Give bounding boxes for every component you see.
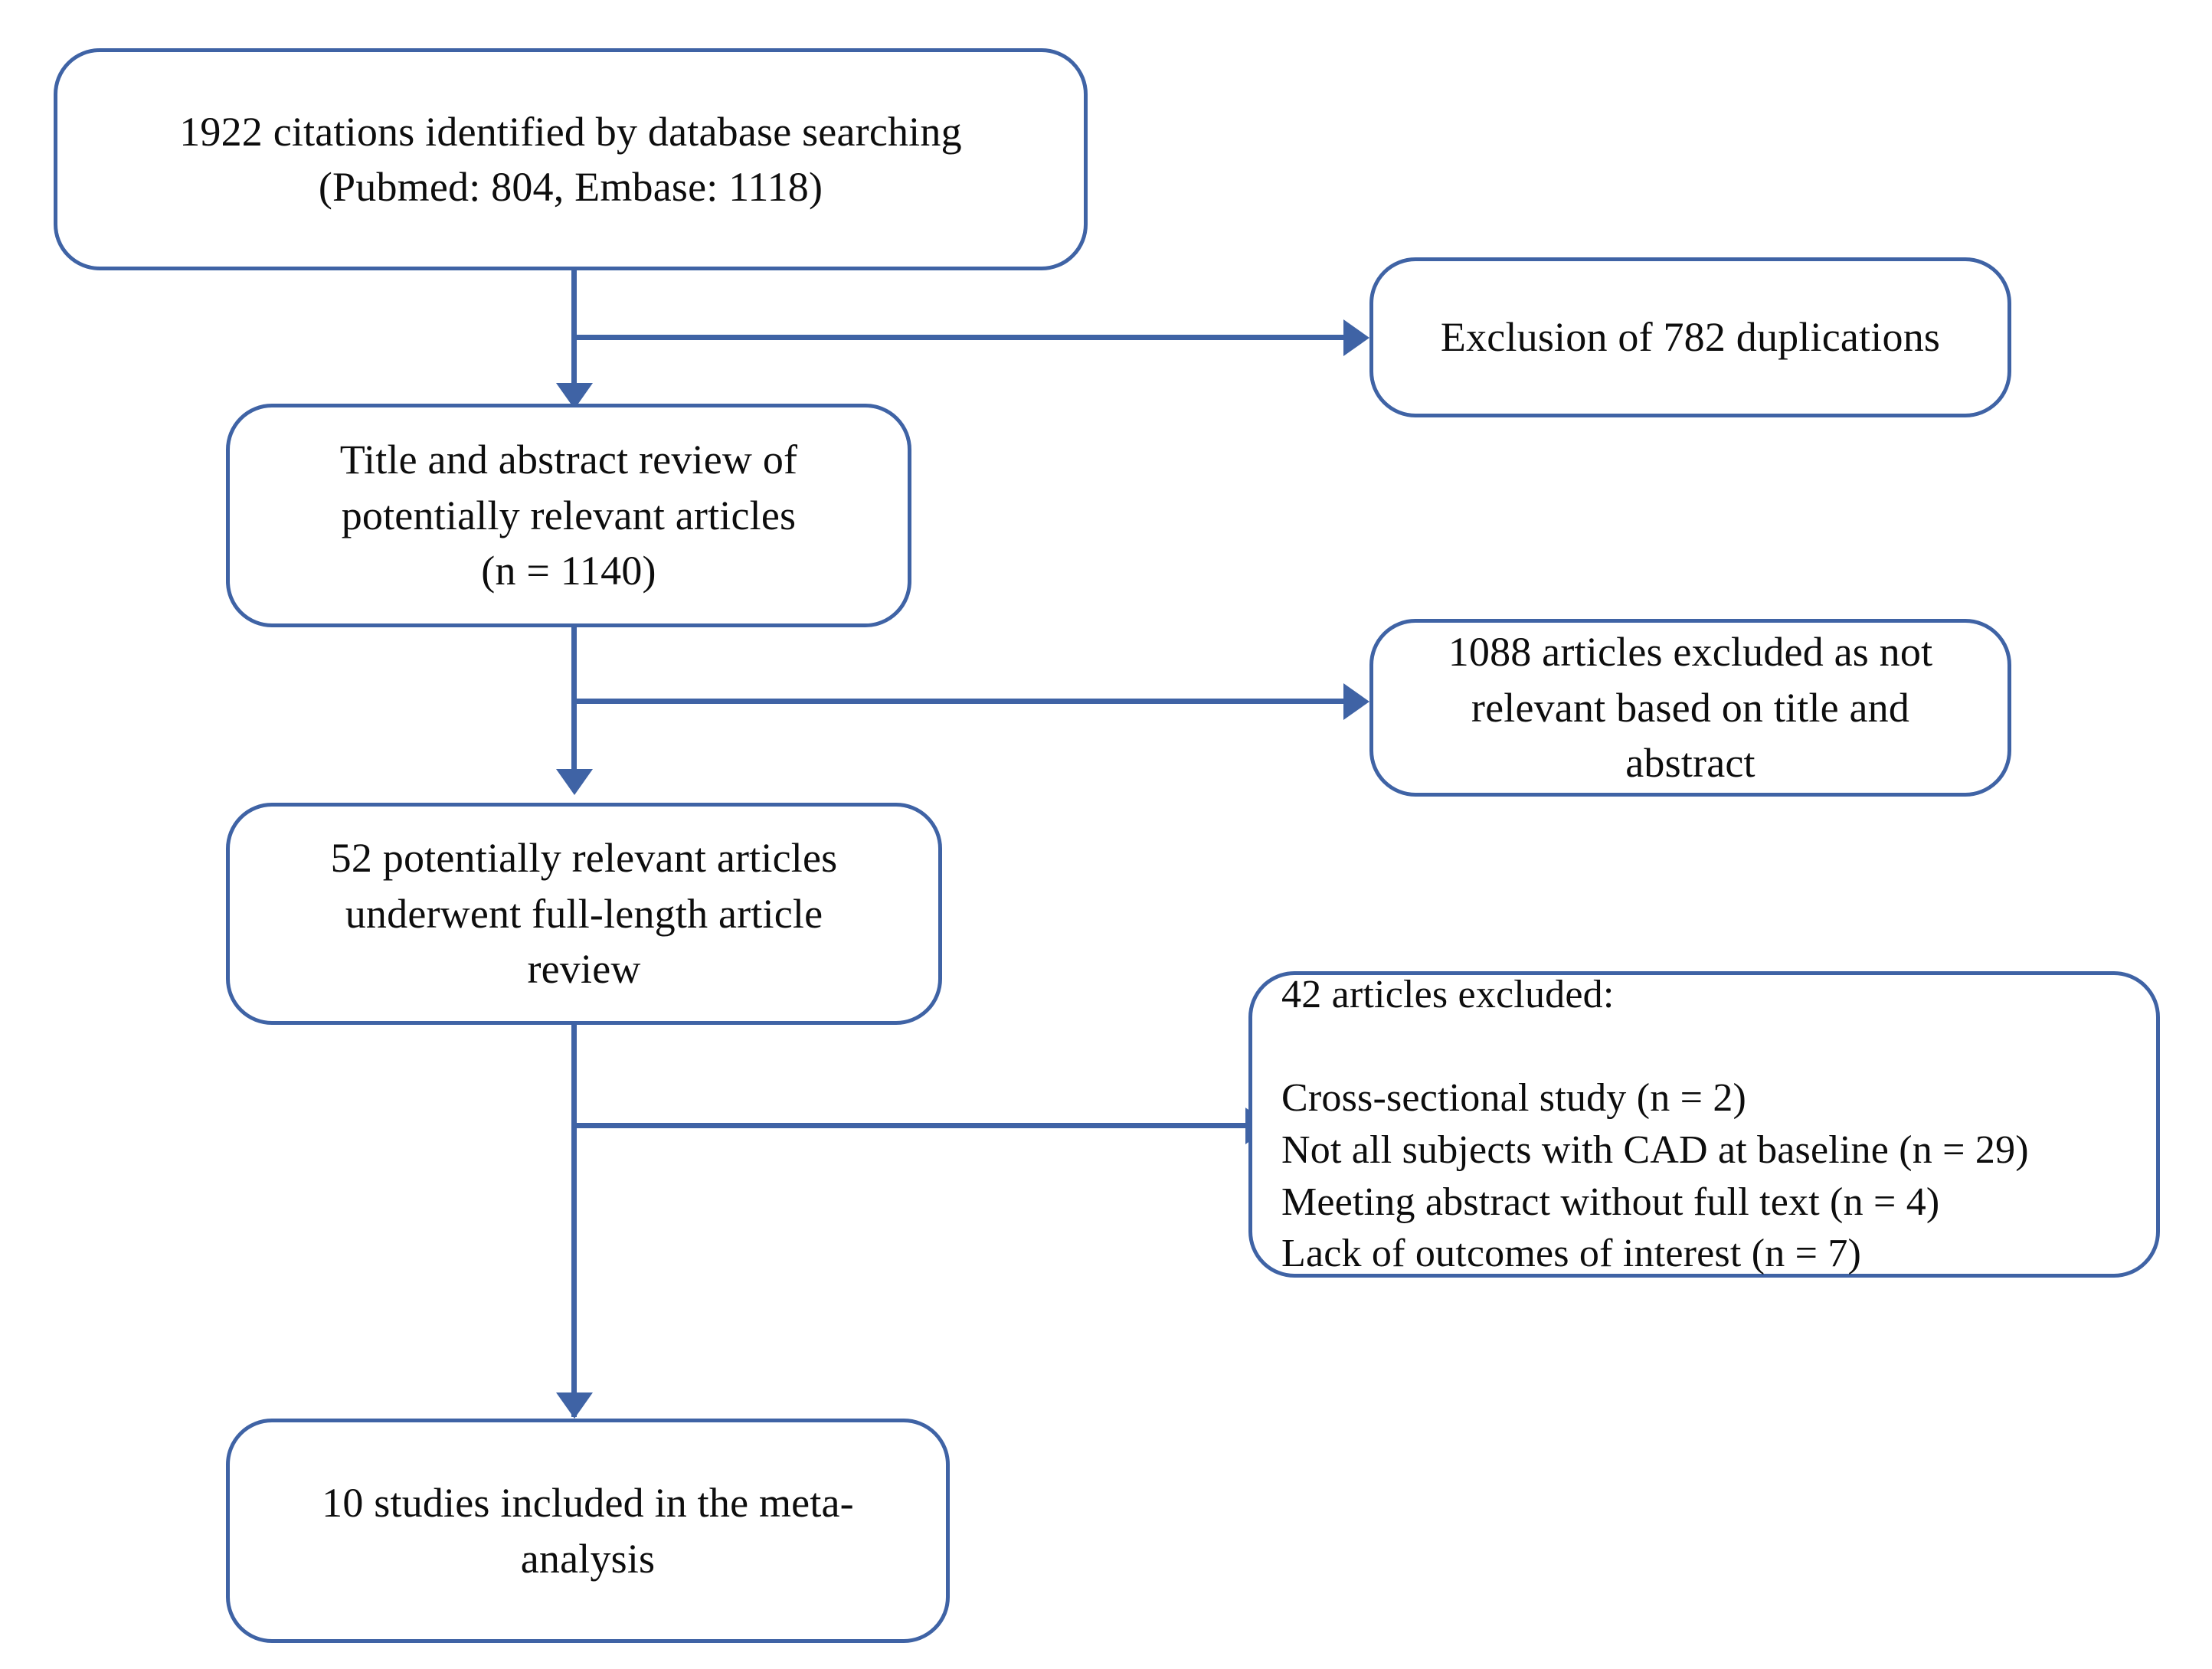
connector-review-to-fulltext-arrowhead — [556, 769, 593, 795]
node-full-length-review: 52 potentially relevant articles underwe… — [226, 803, 942, 1025]
node-full-length-review-label: 52 potentially relevant articles underwe… — [330, 835, 838, 993]
node-identification: 1922 citations identified by database se… — [54, 48, 1088, 270]
node-exclusion-full-text-label: 42 articles excluded: Cross-sectional st… — [1281, 973, 2029, 1276]
connector-fulltext-to-included-line — [571, 1025, 577, 1417]
node-exclusion-not-relevant: 1088 articles excluded as not relevant b… — [1369, 619, 2011, 797]
connector-fulltext-to-included-arrowhead — [556, 1392, 593, 1419]
connector-identification-to-review-line — [571, 270, 577, 393]
node-exclusion-not-relevant-label: 1088 articles excluded as not relevant b… — [1448, 629, 1933, 787]
connector-full-text-exclusion-line — [571, 1123, 1247, 1128]
connector-not-relevant-arrowhead — [1343, 683, 1369, 720]
connector-duplicates-line — [571, 335, 1345, 340]
node-exclusion-duplicates-label: Exclusion of 782 duplications — [1440, 314, 1941, 361]
node-included-studies-label: 10 studies included in the meta- analysi… — [322, 1480, 854, 1582]
node-title-abstract-review-label: Title and abstract review of potentially… — [339, 437, 798, 594]
node-exclusion-duplicates: Exclusion of 782 duplications — [1369, 257, 2011, 417]
node-exclusion-full-text: 42 articles excluded: Cross-sectional st… — [1248, 971, 2160, 1278]
connector-not-relevant-line — [571, 699, 1345, 704]
node-included-studies: 10 studies included in the meta- analysi… — [226, 1419, 950, 1643]
connector-duplicates-arrowhead — [1343, 319, 1369, 356]
node-title-abstract-review: Title and abstract review of potentially… — [226, 404, 911, 627]
node-identification-label: 1922 citations identified by database se… — [179, 108, 962, 210]
